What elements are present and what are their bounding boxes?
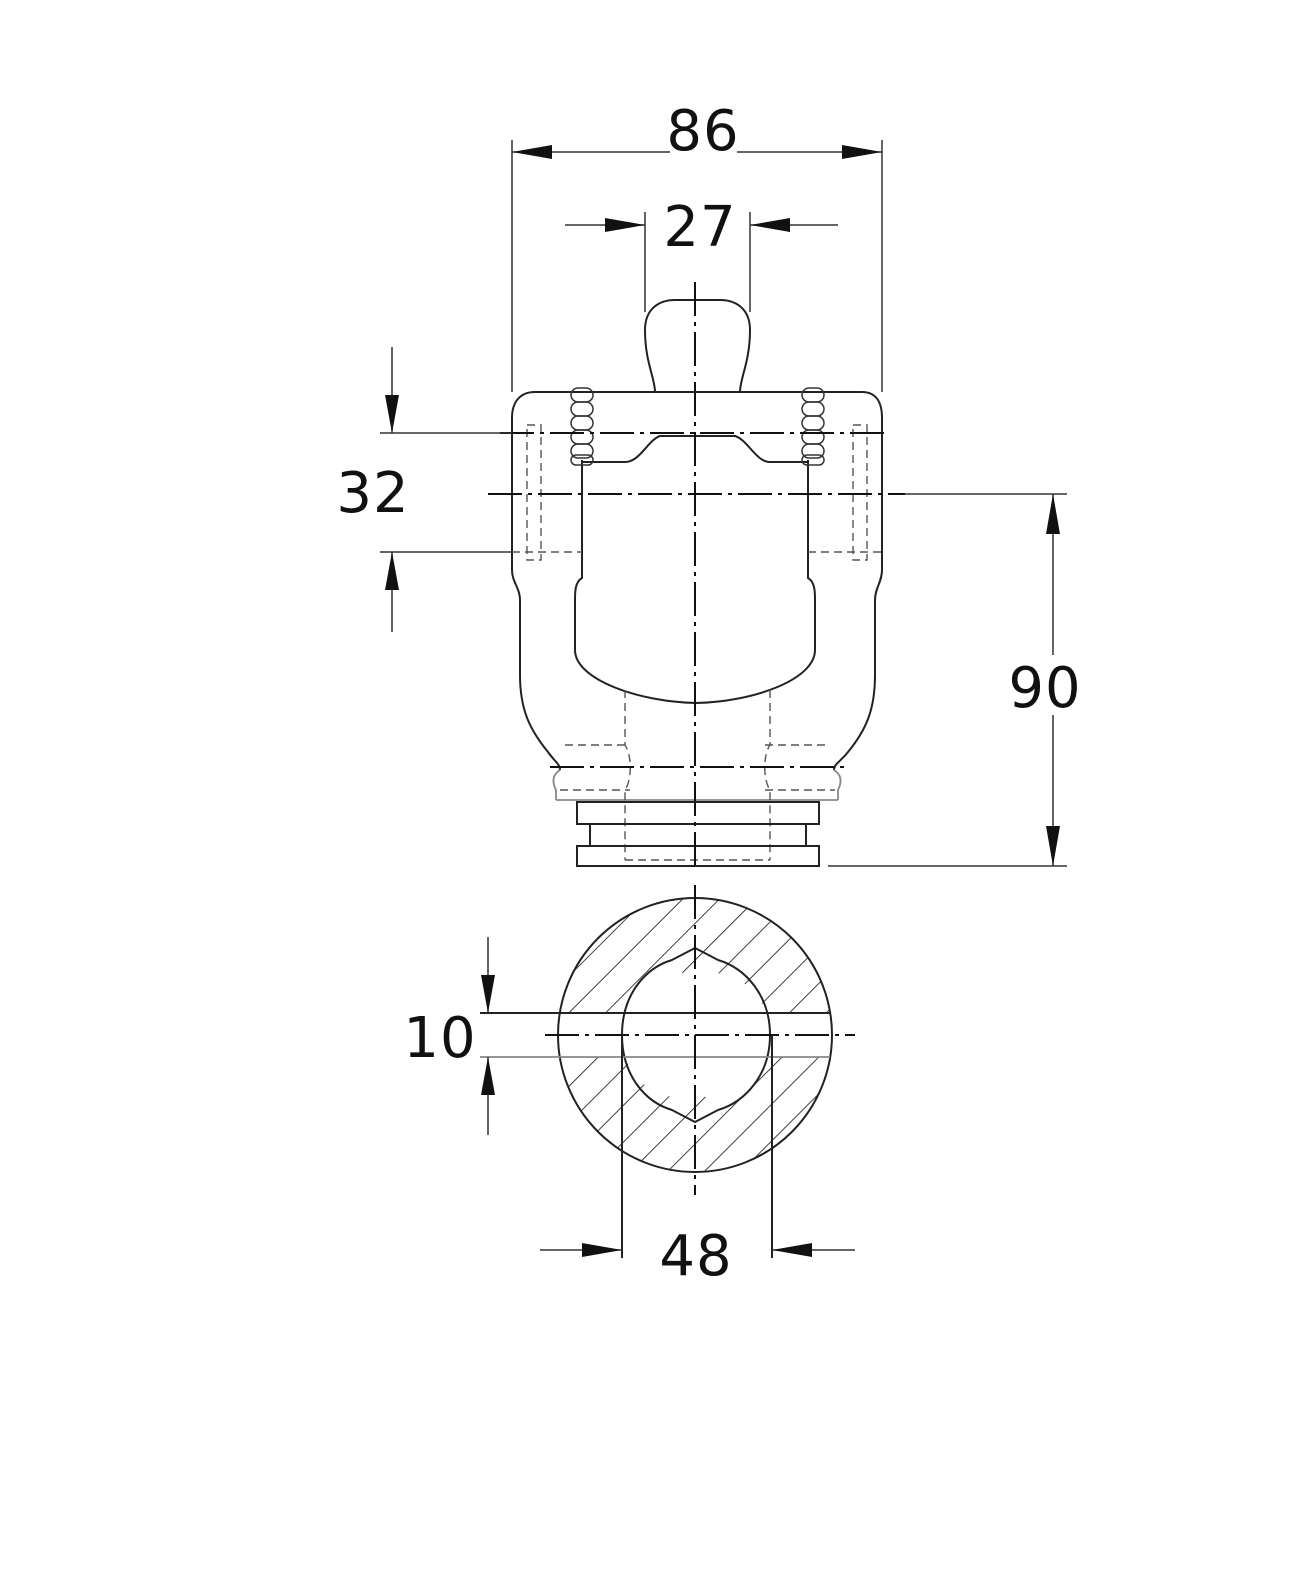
dimension-label-slot-gap: 10: [403, 1006, 476, 1071]
yoke-right-outer: [833, 391, 883, 771]
left-ribbed-pin: [570, 387, 594, 466]
dimension-label-overall-height: 90: [1008, 656, 1081, 721]
yoke-left-outer: [511, 391, 561, 771]
right-ribbed-pin: [801, 387, 825, 466]
dimension-label-shaft-width: 27: [663, 195, 736, 260]
dimension-label-overall-width: 86: [666, 99, 739, 164]
yoke-head: [643, 299, 752, 393]
yoke-base-rings: [576, 801, 820, 867]
dimension-bore-diameter: 48: [540, 1224, 855, 1289]
dimension-overall-width: 86: [511, 99, 883, 392]
dimension-overall-height: 90: [828, 493, 1081, 867]
dimension-shaft-width: 27: [565, 195, 838, 312]
cross-section-view: [480, 885, 855, 1258]
yoke-collar: [552, 690, 842, 861]
yoke-saddle: [582, 435, 808, 463]
yoke-side-view: [488, 282, 905, 870]
dimension-pin-height: 32: [336, 347, 512, 632]
dimension-slot-gap: 10: [403, 937, 495, 1135]
dimension-label-pin-height: 32: [336, 461, 409, 526]
dimension-label-bore-diameter: 48: [659, 1224, 732, 1289]
right-cross-hole: [808, 424, 882, 561]
left-cross-hole: [512, 424, 582, 561]
